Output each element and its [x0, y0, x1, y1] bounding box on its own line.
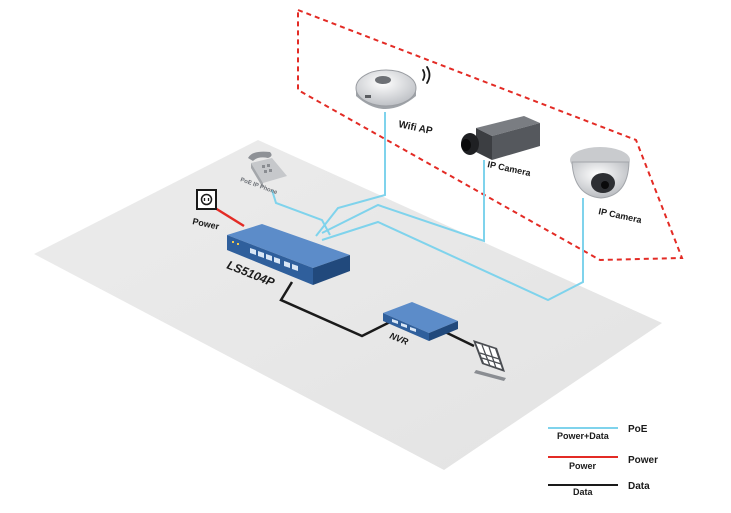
- legend-item-poe: PoE Power+Data: [548, 424, 648, 441]
- legend-name-data: Data: [628, 481, 650, 492]
- poe-line-box-camera: [321, 160, 485, 243]
- wireless-zone-border: [297, 8, 684, 262]
- legend-item-data: Data Data: [548, 481, 650, 497]
- poe-links: [271, 112, 584, 302]
- floor-plane: [34, 140, 662, 470]
- poe-line-dome-camera: [321, 198, 584, 302]
- monitor-device: [473, 340, 506, 381]
- wifi-signal-icon: [422, 66, 431, 84]
- legend: PoE Power+Data Power Power Data Data: [548, 424, 658, 497]
- dome-camera-label: IP Camera: [598, 206, 644, 225]
- legend-sub-data: Data: [573, 487, 594, 497]
- box-camera-device: [461, 116, 540, 160]
- legend-name-power: Power: [628, 455, 658, 466]
- power-line: [214, 206, 245, 228]
- dome-camera-device: [570, 147, 630, 199]
- wifi-ap-label: Wifi AP: [397, 119, 433, 137]
- poe-ip-phone-device: [248, 151, 287, 188]
- legend-item-power: Power Power: [548, 455, 658, 471]
- power-outlet-device: [196, 189, 217, 210]
- box-camera-label: IP Camera: [487, 159, 533, 178]
- poe-line-wifi-ap: [315, 112, 386, 237]
- nvr-device: [383, 302, 458, 341]
- legend-name-poe: PoE: [628, 424, 648, 435]
- legend-sub-poe: Power+Data: [557, 431, 610, 441]
- poe-line-phone: [271, 189, 331, 236]
- switch-ports: [250, 248, 298, 271]
- poe-switch-device: [227, 224, 350, 285]
- legend-sub-power: Power: [569, 461, 597, 471]
- data-line-switch-nvr: [279, 281, 393, 338]
- wifi-ap-device: [355, 69, 417, 109]
